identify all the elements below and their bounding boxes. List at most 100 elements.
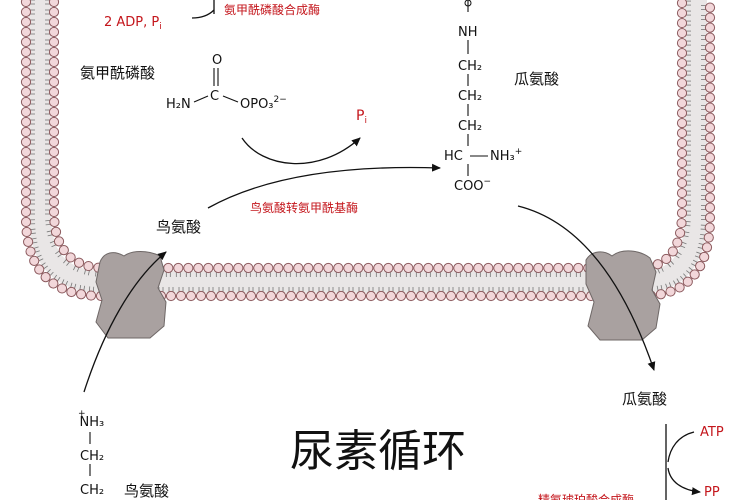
lipid-head-inner [48, 6, 60, 18]
lipid-head-outer [355, 290, 367, 302]
lipid-head-outer [20, 56, 32, 68]
lipid-head-outer [465, 290, 477, 302]
lipid-head-inner [253, 262, 264, 274]
lipid-head-outer [682, 276, 693, 287]
lipid-head-inner [676, 137, 688, 149]
lipid-head-outer [704, 202, 716, 213]
lipid-head-outer [704, 72, 716, 83]
lipid-head-inner [48, 66, 60, 78]
lipid-head-inner [672, 237, 683, 248]
lipid-head-inner [676, 77, 688, 89]
arrow-otc-pi [241, 137, 361, 165]
lipid-head-outer [195, 290, 207, 302]
lipid-head-inner [303, 262, 314, 274]
lipid-head-outer [495, 290, 507, 302]
transporter-right [585, 250, 661, 341]
lipid-head-outer [704, 222, 715, 233]
lipid-head-outer [20, 196, 32, 208]
lipid-head-inner [676, 17, 688, 29]
adp-pi-label: 2 ADP, Pi [104, 15, 162, 32]
citrulline-outside-label: 瓜氨酸 [622, 390, 667, 408]
cit-ch2-2: CH₂ [458, 89, 482, 104]
lipid-head-inner [676, 27, 688, 39]
lipid-head-inner [473, 262, 484, 274]
lipid-head-outer [704, 12, 716, 23]
cp-opo3: OPO₃2− [240, 95, 287, 112]
lipid-head-outer [704, 92, 716, 103]
lipid-head-outer [20, 76, 32, 88]
lipid-head-inner [48, 96, 60, 108]
lipid-head-outer [704, 32, 716, 43]
carbamoyl-phosphate-structure: O C H₂N OPO₃2− [166, 53, 287, 112]
lipid-head-outer [704, 142, 716, 153]
atp-label: ATP [700, 425, 724, 440]
cp-o: O [212, 53, 222, 68]
lipid-head-inner [383, 262, 394, 274]
lipid-head-outer [185, 290, 197, 302]
lipid-head-inner [676, 57, 688, 69]
lipid-head-outer [701, 242, 713, 253]
lipid-head-inner [323, 262, 334, 274]
cit-nh3: NH₃+ [490, 147, 522, 164]
enzyme-otc-label: 鸟氨酸转氨甲酰基酶 [250, 200, 358, 215]
lipid-head-outer [20, 26, 32, 38]
lipid-head-inner [433, 262, 444, 274]
lipid-head-inner [676, 97, 688, 109]
lipid-head-outer [215, 290, 227, 302]
lipid-head-outer [56, 283, 68, 294]
ornithine-inside-label: 鸟氨酸 [156, 218, 201, 236]
cp-h2n: H₂N [166, 97, 191, 112]
lipid-head-outer [704, 52, 716, 63]
lipid-head-outer [565, 290, 577, 302]
lipid-head-outer [704, 212, 716, 223]
lipid-head-inner [48, 136, 60, 148]
lipid-head-inner [48, 0, 60, 8]
transporter-left [95, 251, 167, 339]
lipid-head-outer [305, 290, 317, 302]
lipid-head-inner [553, 262, 564, 274]
arrow-citrulline-export [517, 205, 656, 371]
lipid-head-outer [525, 290, 537, 302]
lipid-head-outer [445, 290, 457, 302]
lipid-head-inner [676, 7, 688, 19]
lipid-head-outer [20, 126, 32, 138]
lipid-head-outer [704, 162, 716, 173]
lipid-head-outer [245, 290, 257, 302]
lipid-head-inner [676, 47, 688, 59]
lipid-head-outer [20, 156, 32, 168]
lipid-head-inner [676, 127, 688, 139]
lipid-head-inner [403, 262, 414, 274]
lipid-head-inner [50, 226, 62, 237]
ornithine-outside-label: 鸟氨酸 [124, 482, 169, 500]
lipid-head-inner [676, 117, 688, 129]
lipid-head-outer [285, 290, 297, 302]
lipid-head-inner [65, 252, 76, 263]
lipid-head-inner [203, 262, 214, 274]
lipid-head-inner [48, 106, 60, 118]
lipid-head-inner [676, 0, 688, 9]
cit-ch2-1: CH₂ [458, 59, 482, 74]
lipid-head-outer [665, 286, 676, 297]
lipid-head-outer [48, 278, 59, 289]
lipid-head-inner [83, 260, 94, 272]
lipid-head-outer [20, 46, 32, 58]
lipid-head-inner [661, 253, 672, 265]
lipid-head-inner [163, 262, 174, 274]
lipid-head-outer [435, 290, 447, 302]
lipid-head-inner [283, 262, 294, 274]
lipid-head-inner [453, 262, 464, 274]
cit-coo: COO− [454, 177, 491, 194]
lipid-head-inner [313, 262, 324, 274]
citrulline-inside-label: 瓜氨酸 [514, 70, 559, 88]
lipid-head-inner [533, 262, 544, 274]
enzyme-ass-partial-label: 精氨琥珀酸合成酶 [538, 492, 634, 500]
lipid-head-outer [20, 16, 32, 28]
lipid-head-inner [676, 207, 688, 219]
lipid-head-outer [695, 261, 706, 272]
lipid-head-inner [676, 67, 688, 79]
cit-nh: NH [458, 25, 478, 40]
lipid-head-inner [48, 46, 60, 58]
lipid-head-outer [575, 290, 587, 302]
lipid-head-inner [48, 126, 60, 138]
